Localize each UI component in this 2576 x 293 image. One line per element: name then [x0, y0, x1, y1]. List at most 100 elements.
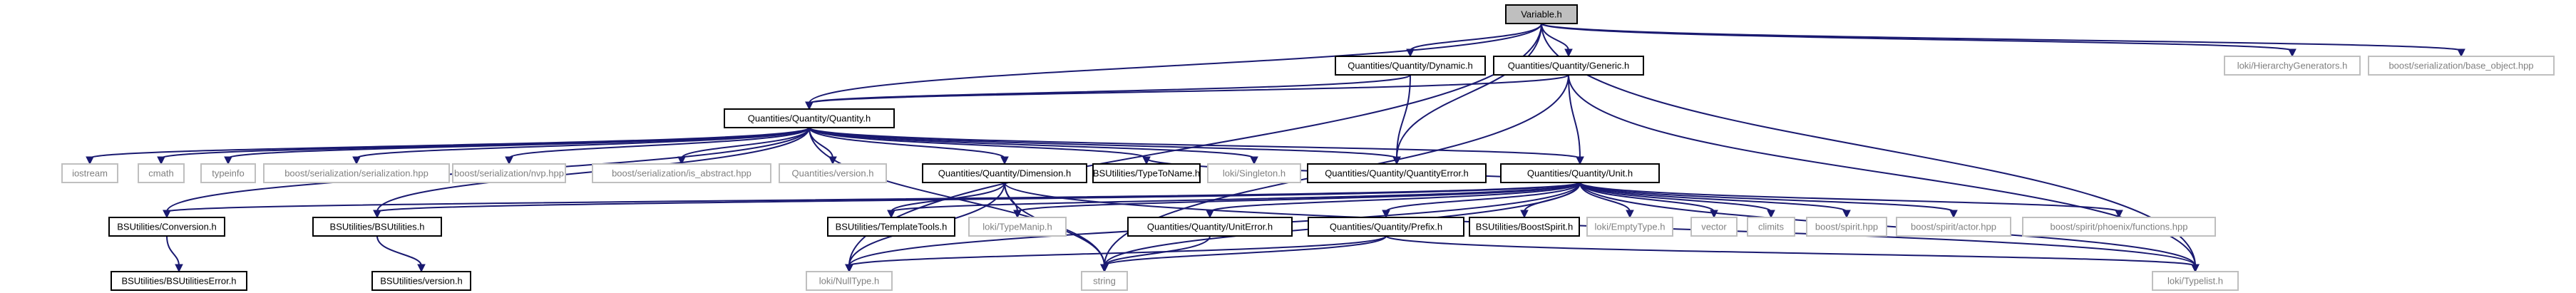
edge-unit-to-templatetools-arrowhead	[887, 210, 896, 219]
node-vector: vector	[1690, 217, 1738, 237]
node-quantity[interactable]: Quantities/Quantity/Quantity.h	[724, 108, 895, 128]
node-dimension[interactable]: Quantities/Quantity/Dimension.h	[922, 163, 1087, 183]
node-generic[interactable]: Quantities/Quantity/Generic.h	[1493, 56, 1644, 76]
node-uniterror-box	[1127, 217, 1293, 237]
edge-bsutilities-to-bsuversion-line	[376, 235, 422, 267]
edge-unit-to-typemanip-arrowhead	[1013, 210, 1022, 219]
edge-unit-to-actor	[1579, 182, 1958, 219]
edge-variable-to-base_object-line	[1541, 23, 2462, 51]
edge-quantity-to-cmath-arrowhead	[157, 156, 165, 165]
node-serialization: boost/serialization/serialization.hpp	[263, 163, 450, 183]
edge-variable-to-hier-line	[1541, 23, 2293, 51]
node-conversion-label: BSUtilities/Conversion.h	[117, 221, 216, 232]
node-emptytype-box	[1586, 217, 1673, 237]
edge-unit-to-bsutilities-arrowhead	[373, 210, 381, 219]
edge-unit-to-vector-line	[1579, 182, 1715, 212]
edge-unit-to-actor-line	[1579, 182, 1954, 212]
edge-unit-to-actor-arrowhead	[1949, 210, 1958, 219]
edge-unit-to-emptytype-line	[1579, 182, 1631, 212]
node-typetoname[interactable]: BSUtilities/TypeToName.h	[1092, 163, 1201, 183]
node-typemanip-box	[968, 217, 1067, 237]
edge-generic-to-quantity-line	[809, 74, 1569, 104]
edge-unit-to-climits-line	[1579, 182, 1772, 212]
node-bsutilities[interactable]: BSUtilities/BSUtilities.h	[312, 217, 442, 237]
node-spirit-box	[1806, 217, 1887, 237]
node-quantity-label: Quantities/Quantity/Quantity.h	[748, 113, 871, 123]
node-version-box	[779, 163, 887, 183]
edge-bsutilities-to-bsuversion-arrowhead	[417, 264, 426, 273]
node-nulltype-box	[806, 271, 893, 291]
node-uniterror[interactable]: Quantities/Quantity/UnitError.h	[1127, 217, 1293, 237]
edge-variable-to-hier	[1541, 23, 2297, 58]
node-boostspirit-box	[1469, 217, 1580, 237]
edge-quantity-to-singleton	[809, 127, 1258, 165]
node-dynamic[interactable]: Quantities/Quantity/Dynamic.h	[1335, 56, 1486, 76]
node-typemanip-label: loki/TypeManip.h	[982, 221, 1052, 232]
edge-quantity-to-serialization	[352, 127, 810, 165]
edge-unit-to-bsutilities-line	[376, 182, 1581, 212]
edge-prefix-to-string	[1100, 235, 1387, 273]
node-typeinfo-box	[200, 163, 256, 183]
node-unit-label: Quantities/Quantity/Unit.h	[1527, 168, 1633, 178]
node-generic-box	[1493, 56, 1644, 76]
node-emptytype-label: loki/EmptyType.h	[1595, 221, 1666, 232]
node-conversion-box	[108, 217, 225, 237]
edge-unit-to-prefix-arrowhead	[1382, 210, 1390, 219]
edge-prefix-to-nulltype-line	[848, 235, 1387, 267]
edge-quantity-to-iostream-arrowhead	[86, 156, 94, 165]
edge-unit-to-conversion-arrowhead	[163, 210, 171, 219]
edge-uniterror-to-string-line	[1104, 235, 1211, 267]
node-templatetools[interactable]: BSUtilities/TemplateTools.h	[827, 217, 955, 237]
node-bsuerror[interactable]: BSUtilities/BSUtilitiesError.h	[111, 271, 247, 291]
node-prefix[interactable]: Quantities/Quantity/Prefix.h	[1308, 217, 1464, 237]
edge-unit-to-typemanip-line	[1017, 182, 1581, 212]
edge-quantity-to-serialization-arrowhead	[352, 156, 361, 165]
edge-unit-to-uniterror	[1206, 182, 1581, 219]
node-climits: climits	[1747, 217, 1795, 237]
node-typelist-box	[2152, 271, 2239, 291]
node-typetoname-box	[1092, 163, 1201, 183]
node-typelist: loki/Typelist.h	[2152, 271, 2239, 291]
node-actor-box	[1896, 217, 2011, 237]
node-spirit-label: boost/spirit.hpp	[1815, 221, 1878, 232]
edge-unit-to-phoenix-line	[1579, 182, 2120, 212]
node-boostspirit[interactable]: BSUtilities/BoostSpirit.h	[1469, 217, 1580, 237]
edge-prefix-to-typelist-arrowhead	[2191, 264, 2200, 273]
node-unit[interactable]: Quantities/Quantity/Unit.h	[1500, 163, 1660, 183]
node-climits-label: climits	[1758, 221, 1785, 232]
node-bsuversion[interactable]: BSUtilities/version.h	[371, 271, 471, 291]
edge-quantity-to-qerror-line	[809, 127, 1397, 159]
edge-prefix-to-string-arrowhead	[1100, 264, 1109, 273]
node-is_abstract-box	[592, 163, 771, 183]
edge-quantity-to-typeinfo-arrowhead	[224, 156, 232, 165]
node-uniterror-label: Quantities/Quantity/UnitError.h	[1147, 221, 1273, 232]
node-hier-box	[2224, 56, 2361, 76]
edge-generic-to-quantity	[805, 74, 1569, 110]
node-conversion[interactable]: BSUtilities/Conversion.h	[108, 217, 225, 237]
node-bsuversion-label: BSUtilities/version.h	[380, 275, 463, 286]
edge-variable-to-generic-arrowhead	[1564, 48, 1573, 58]
node-dimension-label: Quantities/Quantity/Dimension.h	[938, 168, 1071, 178]
node-boostspirit-label: BSUtilities/BoostSpirit.h	[1476, 221, 1574, 232]
edge-unit-to-uniterror-arrowhead	[1206, 210, 1214, 219]
edge-prefix-to-typelist	[1385, 235, 2200, 273]
node-emptytype: loki/EmptyType.h	[1586, 217, 1673, 237]
edge-variable-to-qerror-line	[1396, 23, 1542, 159]
edge-quantity-to-typeinfo	[224, 127, 810, 165]
node-qerror-box	[1307, 163, 1487, 183]
node-singleton: loki/Singleton.h	[1207, 163, 1301, 183]
node-qerror[interactable]: Quantities/Quantity/QuantityError.h	[1307, 163, 1487, 183]
node-unit-box	[1500, 163, 1660, 183]
edge-bsutilities-to-bsuversion	[376, 235, 426, 273]
edge-dynamic-to-qerror	[1392, 74, 1411, 165]
node-phoenix-label: boost/spirit/phoenix/functions.hpp	[2051, 221, 2188, 232]
node-nvp-box	[452, 163, 566, 183]
node-nulltype: loki/NullType.h	[806, 271, 893, 291]
node-version-label: Quantities/version.h	[792, 168, 874, 178]
edge-variable-to-dynamic-line	[1410, 23, 1542, 51]
node-variable[interactable]: Variable.h	[1505, 4, 1578, 24]
node-bsutilities-box	[312, 217, 442, 237]
node-cmath: cmath	[138, 163, 185, 183]
edge-dynamic-to-quantity	[805, 74, 1411, 110]
